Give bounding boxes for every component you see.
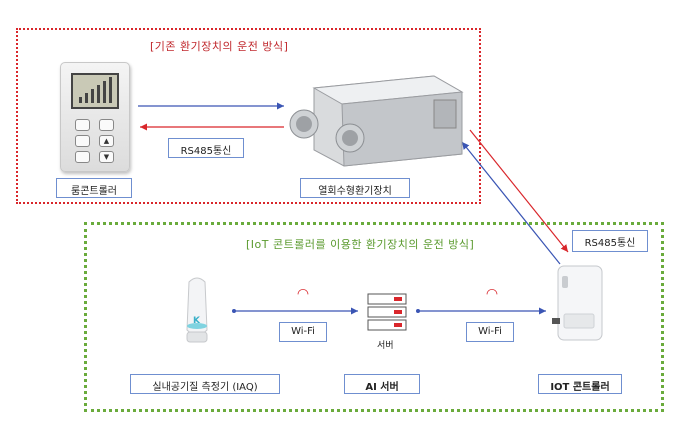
ai-server-label: AI 서버 bbox=[344, 374, 420, 394]
ventilator-label: 열회수형환기장치 bbox=[300, 178, 410, 198]
controller-key bbox=[75, 151, 90, 163]
room-controller-device: ▲ ▼ bbox=[60, 62, 130, 172]
sensor-logo: K bbox=[193, 316, 200, 326]
server-icon bbox=[367, 293, 407, 331]
controller-key bbox=[99, 119, 114, 131]
iot-section-title: [IoT 콘트롤러를 이용한 환기장치의 운전 방식] bbox=[246, 238, 475, 251]
wifi-icon: ◠ bbox=[485, 286, 499, 302]
wifi-label-right: Wi-Fi bbox=[466, 322, 514, 342]
iot-section-frame bbox=[84, 222, 664, 412]
arrow-ventilator-to-iot bbox=[469, 129, 569, 253]
iot-controller-label: IOT 콘트롤러 bbox=[538, 374, 622, 394]
arrow-iot-to-ventilator bbox=[461, 141, 561, 265]
iaq-sensor-device bbox=[186, 277, 208, 343]
wifi-icon: ◠ bbox=[296, 286, 310, 302]
controller-screen bbox=[71, 73, 119, 109]
controller-key bbox=[75, 135, 90, 147]
legacy-section-frame bbox=[16, 28, 481, 204]
controller-key: ▼ bbox=[99, 151, 114, 163]
wifi-label-left: Wi-Fi bbox=[279, 322, 327, 342]
rs485-label-iot: RS485통신 bbox=[572, 230, 648, 252]
controller-key: ▲ bbox=[99, 135, 114, 147]
room-controller-label: 룸콘트롤러 bbox=[56, 178, 132, 198]
iaq-sensor-label: 실내공기질 측정기 (IAQ) bbox=[130, 374, 280, 394]
controller-key bbox=[75, 119, 90, 131]
rs485-label-legacy: RS485통신 bbox=[168, 138, 244, 158]
server-caption: 서버 bbox=[377, 341, 394, 351]
iot-controller-device bbox=[552, 265, 603, 341]
ventilator-device bbox=[289, 75, 464, 167]
legacy-section-title: [기존 환기장치의 운전 방식] bbox=[150, 40, 289, 53]
